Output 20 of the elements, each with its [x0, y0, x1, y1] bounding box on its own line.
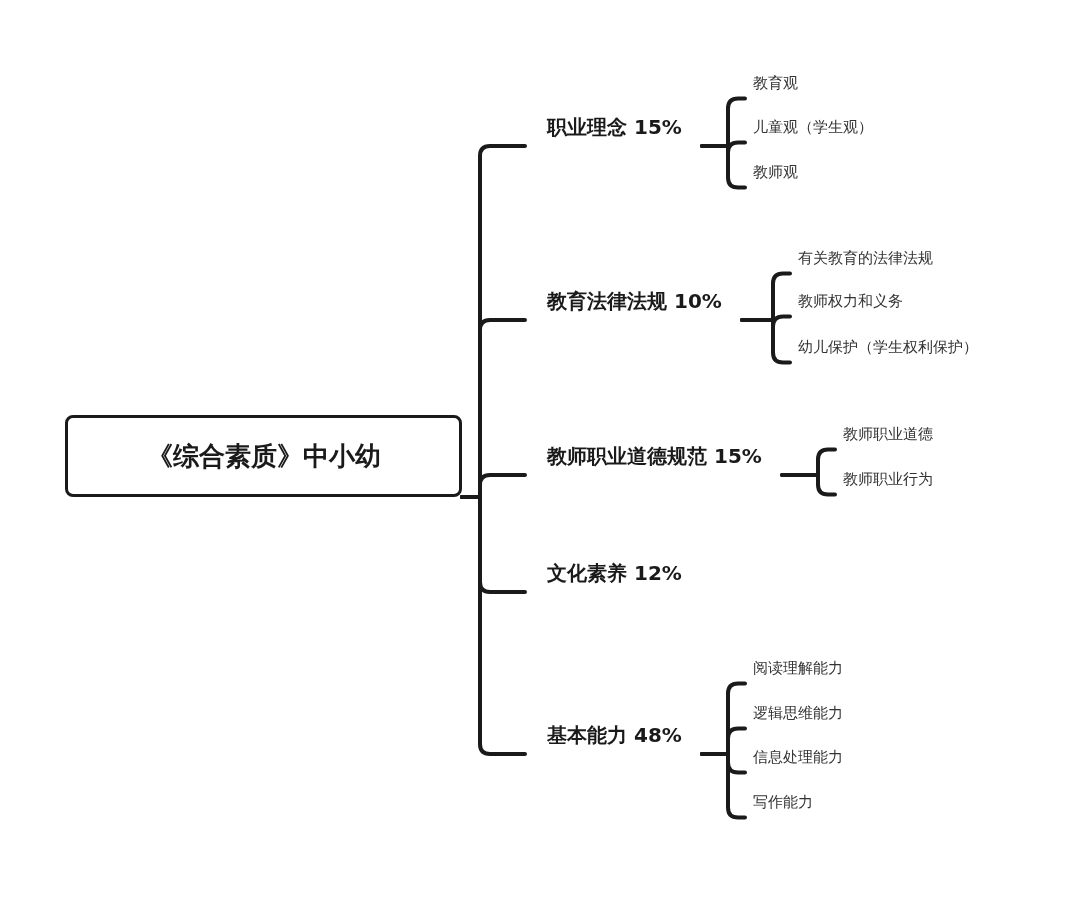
branch-label: 文化素养 12% — [547, 561, 682, 585]
subtopic-label: 教师职业行为 — [843, 469, 933, 488]
branch-label: 职业理念 15% — [547, 115, 682, 139]
subtopic-label: 有关教育的法律法规 — [798, 248, 933, 267]
subtopic-label: 教师观 — [753, 162, 798, 181]
subtopic-label: 写作能力 — [753, 792, 813, 811]
topic-title: 《综合素质》中小幼 — [146, 439, 381, 473]
branch-label: 教育法律法规 10% — [547, 289, 722, 313]
subtopic-label: 儿童观（学生观） — [753, 117, 873, 136]
subtopic-label: 教育观 — [753, 73, 798, 92]
subtopic-label: 教师权力和义务 — [798, 291, 903, 310]
subtopic-label: 逻辑思维能力 — [753, 703, 843, 722]
branch-label: 基本能力 48% — [547, 723, 682, 747]
subtopic-label: 阅读理解能力 — [753, 658, 843, 677]
topic-box — [65, 415, 462, 497]
connector-line — [460, 495, 527, 756]
subtopic-label: 信息处理能力 — [753, 747, 843, 766]
subtopic-label: 教师职业道德 — [843, 424, 933, 443]
branch-label: 教师职业道德规范 15% — [547, 444, 762, 468]
subtopic-label: 幼儿保护（学生权利保护） — [798, 337, 978, 356]
